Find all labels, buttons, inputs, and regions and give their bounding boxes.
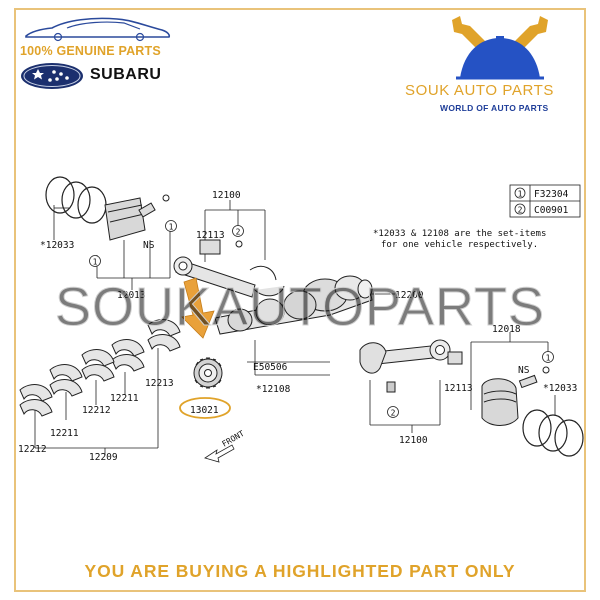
label-12100-top: 12100 — [212, 190, 241, 201]
legend-code-2: C00901 — [534, 205, 569, 216]
legend-num-1: 1 — [518, 190, 523, 199]
ref-circle-1b: 1 — [169, 223, 174, 232]
label-12100-bottom: 12100 — [399, 435, 428, 446]
label-12033-right: *12033 — [543, 383, 577, 394]
label-12212-a: 12212 — [18, 444, 47, 455]
crank-sprocket-part — [193, 357, 223, 389]
label-12200: 12200 — [395, 290, 424, 301]
label-12018: 12018 — [492, 324, 521, 335]
store-logo-icon — [452, 16, 548, 80]
label-12213: 12213 — [145, 378, 174, 389]
piston-rings-right — [522, 409, 584, 457]
label-12013: 12013 — [117, 290, 146, 301]
front-arrow-icon — [204, 444, 235, 463]
reference-circles — [89, 220, 554, 418]
highlight-arrow-icon — [181, 277, 215, 339]
label-12212-b: 12212 — [82, 405, 111, 416]
purchase-notice: YOU ARE BUYING A HIGHLIGHTED PART ONLY — [84, 561, 516, 581]
page-frame — [14, 8, 586, 592]
set-items-note-line1: *12033 & 12108 are the set-items — [373, 229, 546, 239]
store-tagline: WORLD OF AUTO PARTS — [440, 103, 549, 113]
label-12113-left: 12113 — [196, 230, 225, 241]
legend-code-1: F32304 — [534, 189, 569, 200]
connecting-rod-top — [173, 239, 285, 298]
label-12211-a: 12211 — [110, 393, 139, 404]
ref-circle-1c: 1 — [546, 354, 551, 363]
label-e50506: E50506 — [253, 362, 288, 373]
genuine-parts-text: 100% GENUINE PARTS — [20, 44, 161, 58]
crankshaft — [214, 275, 373, 335]
piston-right — [481, 366, 550, 426]
set-items-note-line2: for one vehicle respectively. — [381, 240, 538, 250]
label-12209: 12209 — [89, 452, 118, 463]
highlight-circle — [179, 397, 231, 419]
legend-num-2: 2 — [518, 206, 523, 215]
label-13021-highlighted: 13021 — [190, 405, 219, 416]
label-12108: *12108 — [256, 384, 291, 395]
label-12211-b: 12211 — [50, 428, 79, 439]
brand-name: SUBARU — [90, 66, 162, 83]
bearing-shells — [19, 319, 181, 417]
front-label: FRONT — [221, 429, 247, 449]
subaru-logo-icon — [21, 63, 83, 89]
ref-circle-2a: 2 — [236, 228, 241, 237]
ref-circle-1a: 1 — [93, 258, 98, 267]
piston-rings-left — [45, 176, 107, 224]
ref-circle-2b: 2 — [391, 409, 396, 418]
car-silhouette-icon — [25, 17, 171, 42]
label-ns-left: NS — [143, 240, 155, 251]
label-ns-right: NS — [518, 365, 530, 376]
watermark: SOUKAUTOPARTS — [55, 277, 545, 337]
label-12113-right: 12113 — [444, 383, 473, 394]
legend-table: 1 2 F32304 C00901 — [509, 184, 581, 218]
store-name: SOUK AUTO PARTS — [405, 82, 555, 99]
connecting-rod-right — [359, 339, 463, 393]
label-12033-left: *12033 — [40, 240, 74, 251]
piston-left — [104, 194, 170, 241]
